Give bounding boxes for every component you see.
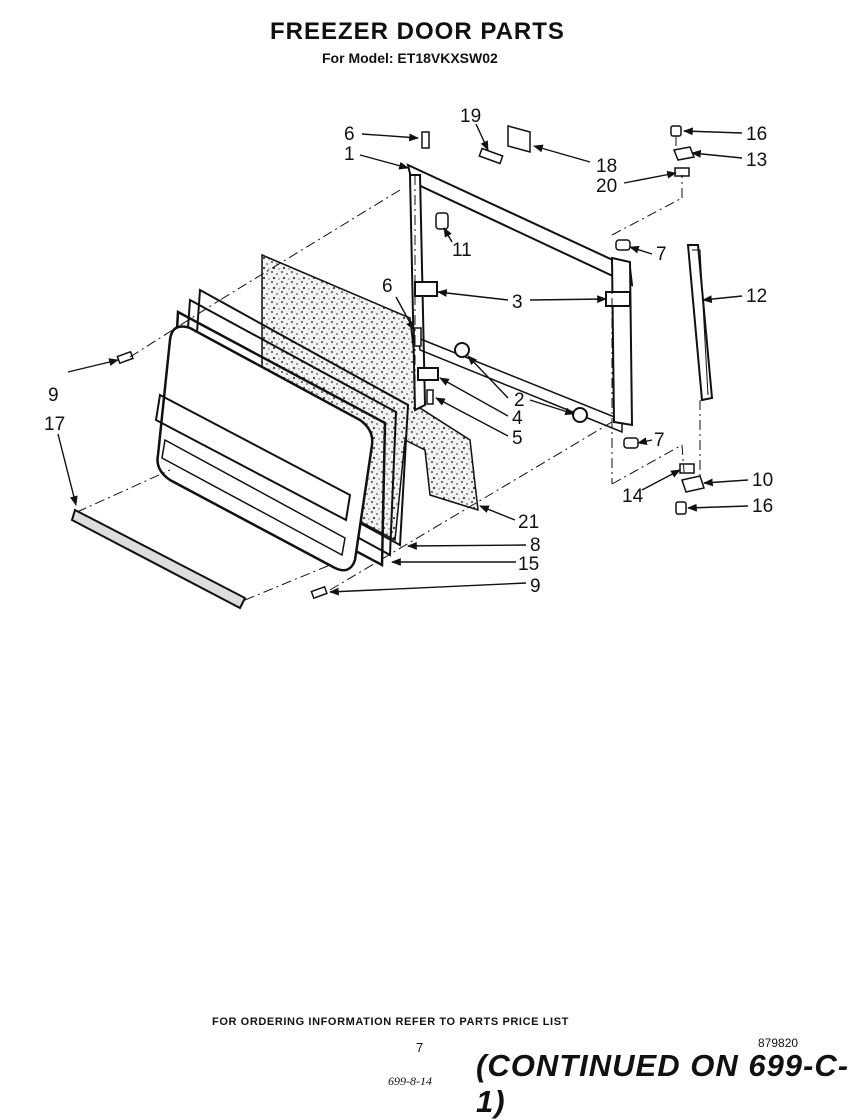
bracket-2-lower [572, 407, 588, 423]
callout-5: 5 [512, 428, 523, 449]
callout-14: 14 [622, 486, 644, 507]
callout-7-top: 7 [656, 244, 667, 265]
callout-18: 18 [596, 156, 617, 177]
door-shelf-lower [161, 438, 346, 557]
screw-16-top [670, 125, 682, 137]
callout-9-bottom: 9 [530, 576, 541, 597]
callout-6-top: 6 [344, 124, 355, 145]
callout-8: 8 [530, 535, 541, 556]
spacer-14 [679, 463, 695, 474]
plug-11 [435, 212, 449, 230]
handwritten-reference: 699-8-14 [388, 1074, 432, 1088]
hinge-bracket-3-left [414, 281, 438, 297]
screw-9-left [116, 350, 134, 365]
callout-19: 19 [460, 106, 481, 127]
door-trim-strip [70, 508, 247, 610]
leader-arrows [57, 123, 749, 596]
screw-5 [426, 389, 434, 405]
ordering-note: FOR ORDERING INFORMATION REFER TO PARTS … [212, 1016, 569, 1028]
callout-15: 15 [518, 554, 539, 575]
plate-18 [507, 125, 531, 153]
callout-6-mid: 6 [382, 276, 393, 297]
callout-12: 12 [746, 286, 767, 307]
callout-4: 4 [512, 408, 523, 429]
screw-6-top [421, 131, 430, 149]
callout-21: 21 [518, 512, 539, 533]
callout-7-bottom: 7 [654, 430, 665, 451]
callout-2: 2 [514, 390, 525, 411]
callout-3: 3 [512, 292, 523, 313]
callout-11: 11 [452, 240, 472, 261]
page-title: FREEZER DOOR PARTS [270, 18, 565, 45]
screw-6-mid [413, 327, 422, 347]
hinge-bracket-3-right [605, 291, 631, 307]
screw-16-bottom [675, 501, 687, 515]
callout-20: 20 [596, 176, 617, 197]
plug-7-bottom [623, 437, 639, 449]
callout-labels: 1 2 3 4 5 6 6 7 7 8 9 9 10 11 12 13 14 1… [44, 106, 773, 597]
callout-13: 13 [746, 150, 767, 171]
continued-note: (CONTINUED ON 699-C-1) [476, 1048, 850, 1119]
handle-cap-13 [672, 146, 696, 161]
callout-17: 17 [44, 414, 65, 435]
plug-7-top [615, 239, 631, 251]
callout-1: 1 [344, 144, 355, 165]
callout-16-bottom: 16 [752, 496, 773, 517]
handle-cap-10 [681, 475, 705, 493]
door-liner [156, 325, 374, 572]
door-frame-right [610, 256, 634, 427]
bracket-2-upper [454, 342, 470, 358]
screw-9-bottom [310, 585, 328, 600]
spacer-4 [417, 367, 439, 381]
door-handle-grip [692, 249, 709, 396]
spacer-20 [674, 167, 690, 177]
model-subtitle: For Model: ET18VKXSW02 [322, 50, 498, 66]
drawing-number: 879820 [758, 1036, 799, 1050]
page-number: 7 [416, 1040, 424, 1055]
callout-9-left: 9 [48, 385, 59, 406]
callout-10: 10 [752, 470, 773, 491]
callout-16-top: 16 [746, 124, 767, 145]
door-handle [686, 244, 714, 402]
alignment-lines [76, 136, 701, 601]
label-19 [478, 147, 504, 165]
door-shelf-upper [154, 393, 352, 522]
